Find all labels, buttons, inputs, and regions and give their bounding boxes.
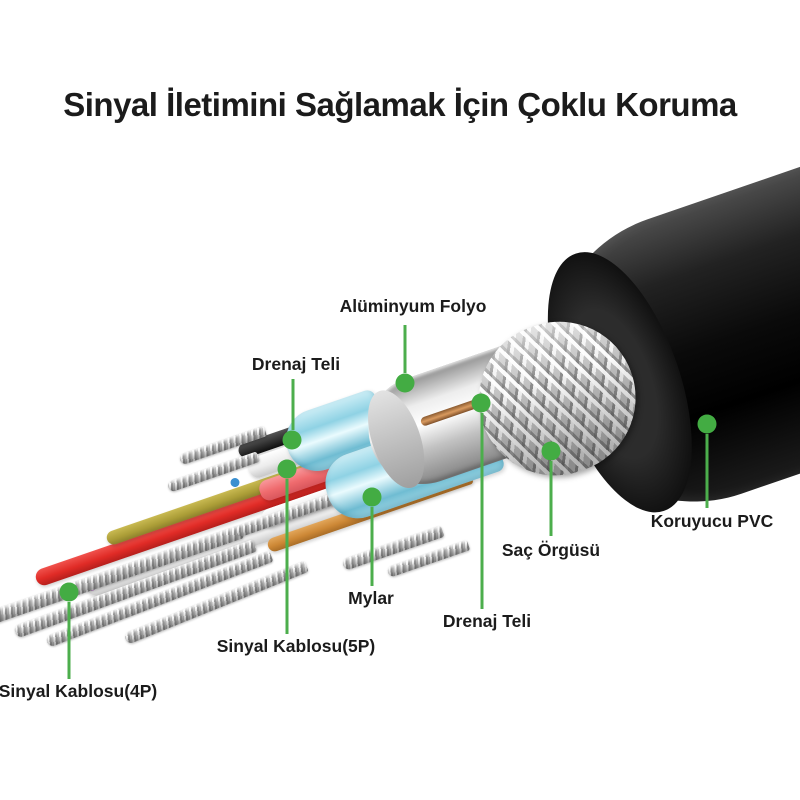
cable-illustration — [0, 150, 800, 670]
page-title: Sinyal İletimini Sağlamak İçin Çoklu Kor… — [63, 86, 737, 124]
label-sinyal-kablosu-4p: Sinyal Kablosu(4P) — [0, 681, 158, 701]
cable-group — [0, 150, 800, 670]
